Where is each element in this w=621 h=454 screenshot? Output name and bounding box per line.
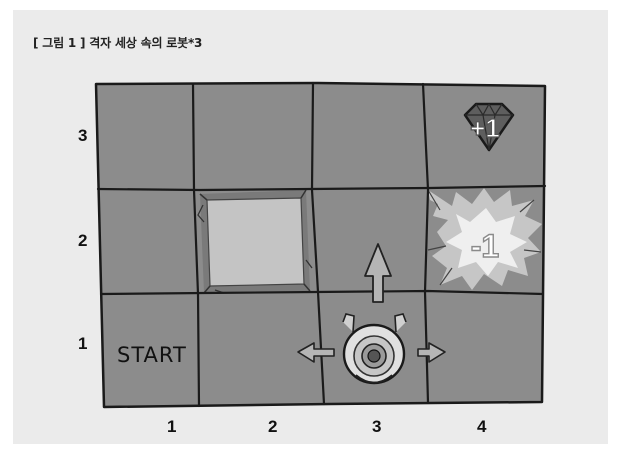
- reward-label: +1: [470, 113, 500, 143]
- column-label-3: 3: [372, 417, 381, 436]
- row-label-3: 3: [78, 126, 87, 145]
- start-label: START: [117, 343, 187, 367]
- column-label-4: 4: [477, 417, 487, 436]
- wall-block: [198, 190, 312, 293]
- column-label-2: 2: [268, 417, 277, 436]
- robot-icon: [343, 314, 406, 383]
- row-label-2: 2: [78, 231, 87, 250]
- penalty-label: -1: [471, 228, 499, 264]
- row-label-1: 1: [78, 334, 87, 353]
- column-label-1: 1: [167, 417, 176, 436]
